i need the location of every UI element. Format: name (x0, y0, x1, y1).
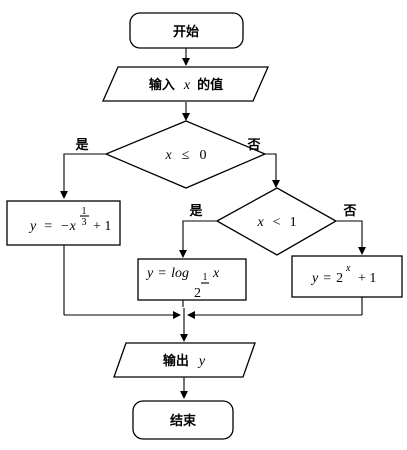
process-left: y = −x 1 3 + 1 (6, 200, 121, 246)
process-middle-base-den: 2 (194, 286, 201, 301)
connectors (60, 48, 366, 399)
input-suffix: 的值 (197, 77, 223, 93)
decision-2: x < 1 是 否 (188, 187, 357, 256)
arrow-cond2-yes (179, 220, 217, 258)
process-left-formula: y = −x (28, 217, 77, 234)
input-var: x (183, 78, 191, 93)
output-var: y (197, 354, 206, 369)
input-text: 输入 x 的值 (149, 76, 223, 93)
process-right-eq: = (323, 271, 331, 286)
output-prefix: 输出 (163, 353, 189, 369)
process-right-base: 2 (336, 271, 343, 286)
process-middle-base-num: 1 (203, 272, 208, 283)
process-middle: y = log 1 2 x (137, 258, 247, 301)
process-left-exp-den: 3 (82, 217, 87, 228)
decision-2-text: x < 1 (256, 213, 296, 230)
process-left-tail: + 1 (93, 219, 111, 234)
decision-1-var: x (165, 148, 173, 163)
process-middle-arg: x (212, 266, 220, 281)
end-node: 结束 (132, 400, 234, 440)
start-node: 开始 (129, 12, 244, 49)
decision-1-op: ≤ (182, 148, 190, 163)
arrow-cond2-no (336, 220, 366, 255)
output-text: 输出 y (163, 352, 206, 369)
end-label: 结束 (170, 413, 197, 429)
process-middle-eq: = (158, 266, 166, 281)
process-middle-func: log (171, 266, 189, 281)
decision-1-no-label: 否 (246, 138, 260, 153)
decision-1-value: 0 (199, 148, 206, 163)
decision-1: x ≤ 0 是 否 (74, 120, 267, 189)
process-right-formula: y = 2 (310, 269, 343, 286)
process-left-eq: = (44, 219, 52, 234)
start-label: 开始 (173, 24, 199, 40)
decision-2-no-label: 否 (342, 204, 356, 219)
process-left-base: −x (60, 219, 76, 234)
input-node: 输入 x 的值 (102, 66, 269, 102)
arrow-cond1-no (265, 153, 280, 188)
decision-1-text: x ≤ 0 (165, 146, 207, 163)
process-left-exp-num: 1 (82, 206, 87, 217)
process-right: y = 2 x + 1 (291, 255, 403, 298)
decision-2-op: < (273, 215, 281, 230)
process-middle-formula: y = log (145, 264, 189, 281)
output-node: 输出 y (113, 342, 256, 378)
decision-2-value: 1 (290, 215, 297, 230)
decision-1-yes-label: 是 (74, 138, 89, 153)
decision-2-var: x (256, 215, 264, 230)
decision-2-yes-label: 是 (188, 204, 203, 219)
process-right-exp: x (345, 263, 351, 274)
arrow-cond1-yes (60, 153, 106, 199)
process-left-lhs: y (28, 219, 37, 234)
process-right-tail: + 1 (358, 271, 376, 286)
process-middle-lhs: y (145, 266, 154, 281)
input-prefix: 输入 (149, 77, 175, 93)
process-right-lhs: y (310, 271, 319, 286)
